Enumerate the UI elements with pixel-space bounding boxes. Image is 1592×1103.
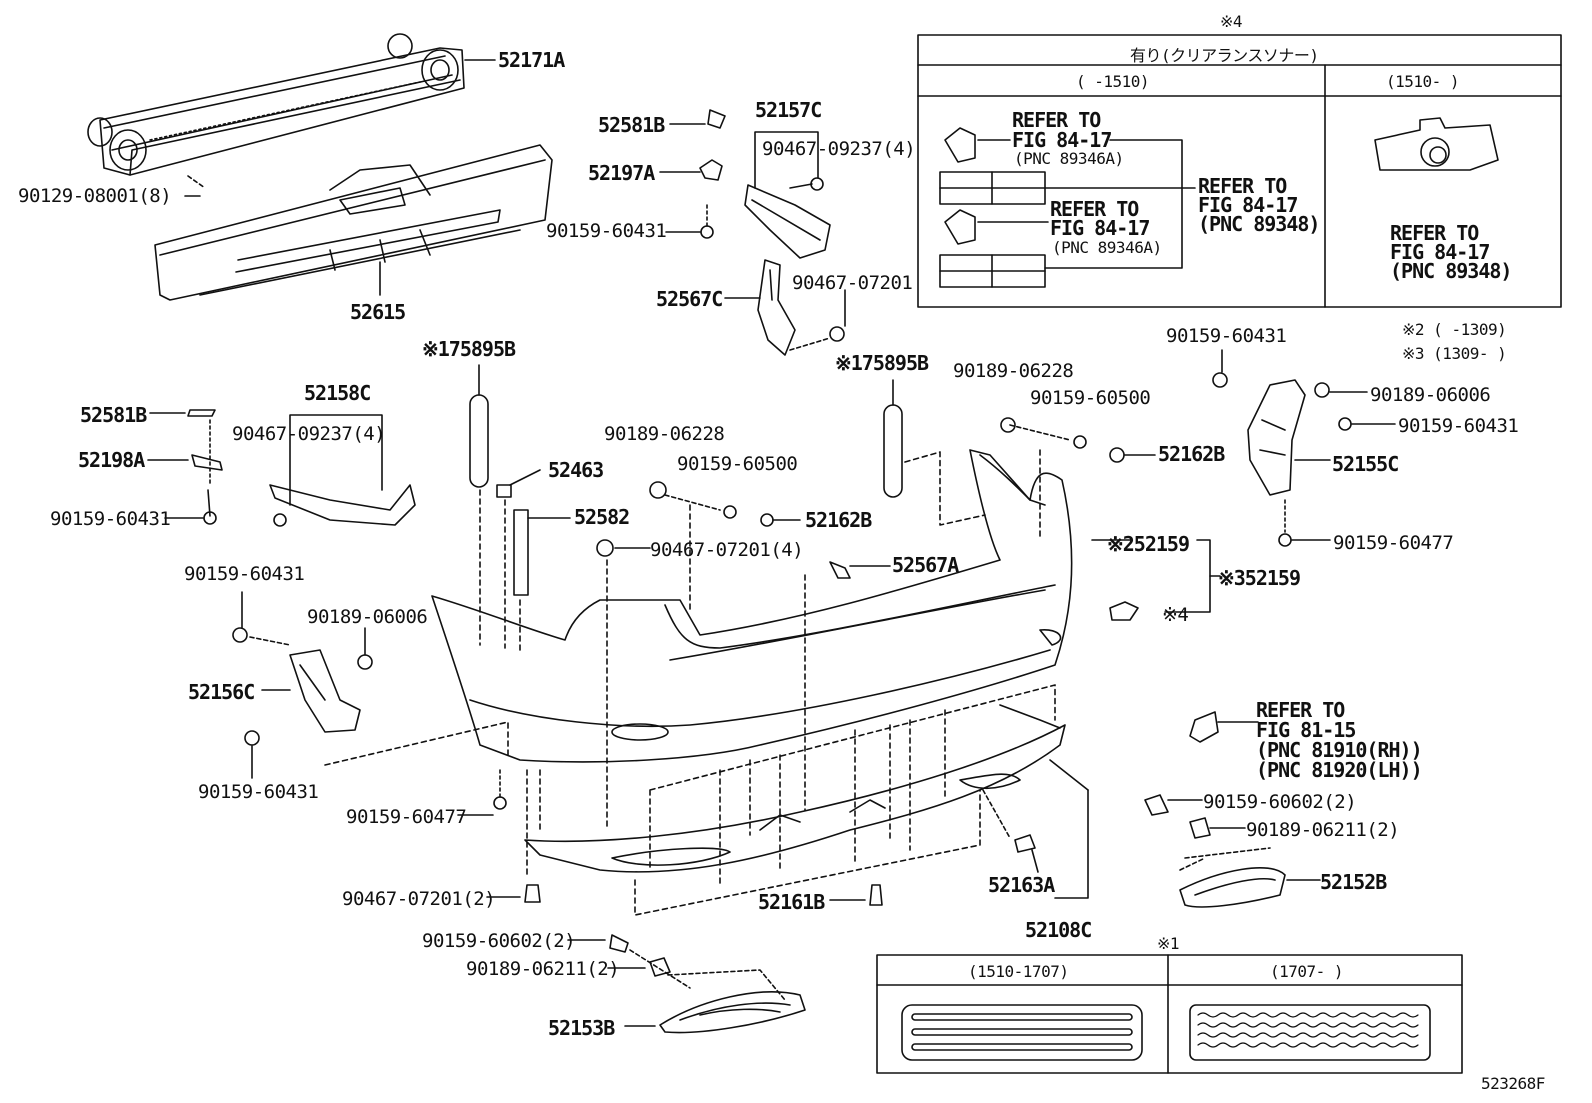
bracket-52158C-drawing [187,409,416,527]
table4-refer-c-1[interactable]: REFER TO [1198,174,1287,198]
label-52152B[interactable]: 52152B [1320,870,1387,894]
label-52463[interactable]: 52463 [548,458,604,482]
table4-title: 有り(クリアランスソナー) [1130,46,1319,65]
table4-refer-b-3[interactable]: (PNC 89346A) [1052,238,1162,257]
lower-diffuser-drawing [524,704,1066,873]
refer-fog-line4[interactable]: (PNC 81920(LH)) [1256,758,1423,782]
absorber-drawing [154,144,553,301]
label-90159-60602-b[interactable]: 90159-60602(2) [422,930,576,952]
label-52159-note2[interactable]: ※252159 [1107,532,1190,556]
table4-refer-a-1[interactable]: REFER TO [1012,108,1101,132]
label-90159-60431-b[interactable]: 90159-60431 [50,508,171,530]
table4-refer-d-3[interactable]: (PNC 89348) [1390,259,1512,283]
label-75895B-right[interactable]: ※175895B [835,351,929,375]
bracket-52156C-drawing [232,627,373,746]
legend-note-3: ※3 (1309- ) [1402,344,1507,363]
label-52158C[interactable]: 52158C [304,381,371,405]
table1-mark: ※1 [1157,934,1180,953]
refer-fog-line1[interactable]: REFER TO [1256,698,1345,722]
label-90467-07201-a[interactable]: 90467-07201 [792,272,913,294]
table4-mark: ※4 [1220,12,1243,31]
label-90189-06228-b[interactable]: 90189-06228 [953,360,1074,382]
label-90159-60431-d[interactable]: 90159-60431 [1398,415,1519,437]
label-90189-06006-b[interactable]: 90189-06006 [307,606,428,628]
label-52567C[interactable]: 52567C [656,287,723,311]
label-90159-60431-e[interactable]: 90159-60431 [184,563,305,585]
label-note4-sensor[interactable]: ※4 [1162,604,1189,626]
table1-col1: (1510-1707) [968,962,1069,981]
table-4 [917,34,1562,308]
label-52163A[interactable]: 52163A [988,873,1055,897]
label-52567A[interactable]: 52567A [892,553,959,577]
label-52162B-a[interactable]: 52162B [805,508,872,532]
table4-refer-d-2[interactable]: FIG 84-17 [1390,240,1490,264]
label-52581B-top[interactable]: 52581B [598,113,665,137]
table4-refer-c-3[interactable]: (PNC 89348) [1198,212,1320,236]
table1-col2: (1707- ) [1270,962,1344,981]
table4-refer-c-2[interactable]: FIG 84-17 [1198,193,1298,217]
label-90189-06006-a[interactable]: 90189-06006 [1370,384,1491,406]
label-90189-06211-b[interactable]: 90189-06211(2) [466,958,620,980]
label-52198A[interactable]: 52198A [78,448,145,472]
refer-fog-line2[interactable]: FIG 81-15 [1256,718,1356,742]
table4-refer-a-2[interactable]: FIG 84-17 [1012,128,1112,152]
table4-refer-b-2[interactable]: FIG 84-17 [1050,216,1150,240]
label-90159-60500-a[interactable]: 90159-60500 [677,453,798,475]
bracket-52155C-drawing [1212,372,1352,547]
label-52155C[interactable]: 52155C [1332,452,1399,476]
label-52581B-left[interactable]: 52581B [80,403,147,427]
label-90467-09237-a[interactable]: 90467-09237(4) [762,138,916,160]
table4-col2: (1510- ) [1386,72,1460,91]
table-1 [876,954,1463,1074]
label-90159-60431-c[interactable]: 90159-60431 [1166,325,1287,347]
label-52156C[interactable]: 52156C [188,680,255,704]
label-52159-note3[interactable]: ※352159 [1218,566,1301,590]
table4-refer-d-1[interactable]: REFER TO [1390,221,1479,245]
refer-fog-line3[interactable]: (PNC 81910(RH)) [1256,738,1423,762]
label-90467-07201-2[interactable]: 90467-07201(2) [342,888,496,910]
label-90467-07201-4[interactable]: 90467-07201(4) [650,539,804,561]
label-52582[interactable]: 52582 [574,505,630,529]
bracket-52157C-drawing [699,109,845,356]
reflector-right-drawing [883,404,903,498]
label-52153B[interactable]: 52153B [548,1016,615,1040]
table4-refer-b-1[interactable]: REFER TO [1050,197,1139,221]
fog-cover-left-drawing [609,934,806,1034]
label-90129-08001[interactable]: 90129-08001(8) [18,185,172,207]
label-90189-06228-a[interactable]: 90189-06228 [604,423,725,445]
label-90159-60602-a[interactable]: 90159-60602(2) [1203,791,1357,813]
label-52161B[interactable]: 52161B [758,890,825,914]
table4-refer-a-3[interactable]: (PNC 89346A) [1014,149,1124,168]
label-90467-09237-b[interactable]: 90467-09237(4) [232,423,386,445]
reflector-left-drawing [469,394,489,488]
legend-note-2: ※2 ( -1309) [1402,320,1507,339]
label-52108C[interactable]: 52108C [1025,918,1092,942]
fog-cover-right-drawing [1144,794,1286,908]
label-90159-60477-a[interactable]: 90159-60477 [1333,532,1454,554]
label-52615[interactable]: 52615 [350,300,406,324]
table4-col1: ( -1510) [1076,72,1150,91]
label-90159-60431-a[interactable]: 90159-60431 [546,220,667,242]
label-90159-60431-f[interactable]: 90159-60431 [198,781,319,803]
diagram-id: 523268F [1481,1074,1545,1093]
label-52171A[interactable]: 52171A [498,48,565,72]
label-75895B-left[interactable]: ※175895B [422,337,516,361]
label-90189-06211-a[interactable]: 90189-06211(2) [1246,819,1400,841]
bumper-cover-drawing [431,449,1073,763]
label-52162B-b[interactable]: 52162B [1158,442,1225,466]
label-52157C[interactable]: 52157C [755,98,822,122]
label-90159-60477-b[interactable]: 90159-60477 [346,806,467,828]
label-90159-60500-b[interactable]: 90159-60500 [1030,387,1151,409]
label-52197A[interactable]: 52197A [588,161,655,185]
reinforcement-drawing [87,33,465,176]
